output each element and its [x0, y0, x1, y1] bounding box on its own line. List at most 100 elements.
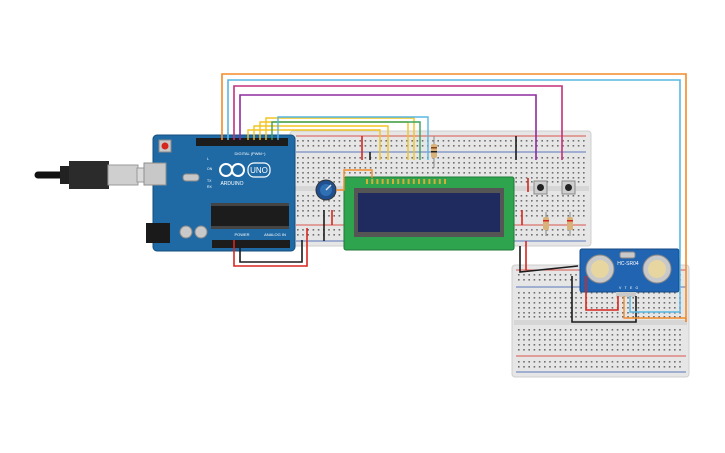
- breadboard-hole: [333, 229, 335, 231]
- breadboard-hole: [458, 167, 460, 169]
- breadboard-hole: [489, 145, 491, 147]
- rx-label: RX: [207, 185, 213, 189]
- wire-yellow-lcd-1[interactable]: [247, 129, 381, 160]
- breadboard-hole: [668, 312, 671, 314]
- breadboard-hole: [525, 140, 528, 142]
- breadboard-hole: [601, 361, 603, 363]
- sensor-pin-label: E: [630, 286, 633, 290]
- breadboard-hole: [580, 297, 582, 299]
- breadboard-hole: [564, 361, 567, 363]
- breadboard-hole: [585, 349, 588, 351]
- breadboard-hole: [616, 361, 619, 363]
- breadboard-hole: [442, 167, 445, 169]
- breadboard-hole: [642, 344, 645, 346]
- resistor-2[interactable]: [543, 212, 549, 236]
- breadboard-hole: [323, 205, 325, 207]
- reset-button[interactable]: [161, 142, 169, 150]
- breadboard-hole: [658, 316, 660, 318]
- breadboard-hole: [297, 229, 299, 231]
- breadboard-hole: [541, 162, 543, 164]
- breadboard-hole: [499, 172, 502, 174]
- breadboard-hole: [468, 167, 471, 169]
- breadboard-hole: [575, 349, 577, 351]
- breadboard-hole: [515, 215, 517, 217]
- breadboard-hole: [557, 140, 559, 142]
- power-analog-header: [212, 240, 290, 248]
- breadboard-hole: [653, 361, 655, 363]
- breadboard-hole: [668, 339, 671, 341]
- resistor-3[interactable]: [567, 212, 573, 236]
- push-button-1[interactable]: [533, 180, 548, 195]
- wire-yellow-lcd-4[interactable]: [265, 117, 415, 160]
- sensor-pin-label: V: [619, 286, 622, 290]
- breadboard-hole: [559, 366, 562, 368]
- wire-purple-top[interactable]: [239, 94, 537, 160]
- breadboard-hole: [437, 167, 439, 169]
- wire-magenta-top[interactable]: [233, 85, 563, 160]
- breadboard-hole: [653, 334, 655, 336]
- breadboard-hole: [642, 329, 645, 331]
- breadboard-hole: [380, 162, 382, 164]
- breadboard-hole: [658, 307, 660, 309]
- breadboard-hole: [338, 172, 341, 174]
- breadboard-hole: [525, 167, 528, 169]
- breadboard-hole: [528, 312, 530, 314]
- wire-black-sensor-gnd[interactable]: [571, 276, 637, 323]
- breadboard-hole: [297, 172, 299, 174]
- wire-lightblue-lcd[interactable]: [277, 116, 429, 160]
- wire-orange-pot[interactable]: [336, 169, 373, 191]
- breadboard-hole: [572, 229, 575, 231]
- breadboard-hole: [590, 329, 593, 331]
- wire-green-lcd[interactable]: [271, 121, 421, 160]
- resistor-1[interactable]: [431, 136, 437, 168]
- breadboard-hole: [518, 361, 520, 363]
- breadboard-hole: [416, 145, 419, 147]
- wire-lightblue-sensor-trig[interactable]: [629, 258, 681, 313]
- breadboard-hole: [401, 167, 403, 169]
- breadboard-hole: [575, 297, 577, 299]
- breadboard-hole: [668, 344, 671, 346]
- breadboard-hole: [369, 162, 372, 164]
- wire-red-power[interactable]: [233, 228, 308, 267]
- usb-cable[interactable]: [34, 161, 156, 189]
- breadboard-hole: [596, 361, 598, 363]
- breadboard-hole: [411, 167, 413, 169]
- wire-red-sensor-vcc[interactable]: [585, 276, 619, 311]
- wire-orange-sensor-echo[interactable]: [623, 296, 687, 322]
- breadboard-hole: [580, 334, 582, 336]
- breadboard-hole: [551, 200, 554, 202]
- breadboard-hole: [570, 349, 572, 351]
- breadboard-hole: [349, 145, 351, 147]
- breadboard-hole: [333, 210, 335, 212]
- breadboard-hole: [437, 162, 439, 164]
- wire-orange-top[interactable]: [221, 73, 687, 322]
- breadboard-hole: [536, 145, 538, 147]
- breadboard-hole: [518, 279, 520, 281]
- wire-yellow-lcd-2[interactable]: [253, 125, 389, 160]
- wire-lightblue-top[interactable]: [227, 79, 681, 258]
- breadboard-hole: [557, 162, 559, 164]
- breadboard-hole: [323, 177, 325, 179]
- breadboard-hole: [536, 210, 538, 212]
- breadboard-hole: [411, 140, 413, 142]
- wire-black-link[interactable]: [519, 246, 579, 273]
- arduino-uno-board[interactable]: ARDUINO UNO DIGITAL (PWM~) POWER ANALOG …: [143, 134, 296, 252]
- breadboard-hole: [562, 177, 564, 179]
- breadboard-hole: [674, 361, 676, 363]
- breadboard-hole: [479, 162, 481, 164]
- breadboard-hole: [580, 292, 582, 294]
- potentiometer[interactable]: [315, 179, 337, 201]
- breadboard-hole: [473, 157, 476, 159]
- breadboard-hole: [637, 307, 640, 309]
- breadboard-hole: [632, 349, 634, 351]
- wire-black-gnd[interactable]: [239, 240, 303, 263]
- lcd-16x2[interactable]: [343, 176, 515, 251]
- breadboard-hole: [627, 349, 629, 351]
- breadboard-hole: [447, 145, 450, 147]
- breadboard-hole: [531, 177, 533, 179]
- breadboard-hole: [554, 366, 556, 368]
- breadboard-hole: [338, 210, 341, 212]
- breadboard-hole: [297, 181, 299, 183]
- push-button-2[interactable]: [561, 180, 576, 195]
